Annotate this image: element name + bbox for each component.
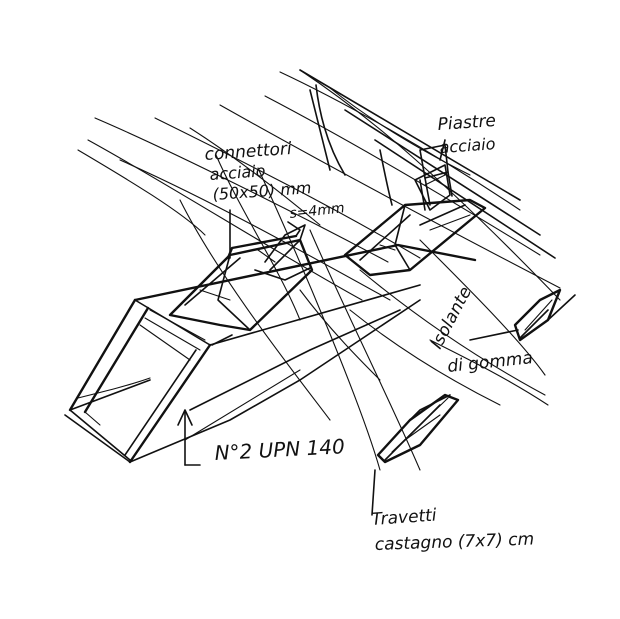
upn-beam (64, 243, 477, 464)
steel-connector-left (168, 221, 314, 332)
plates-label-line2: acciaio (439, 134, 496, 157)
upper-joist-strokes (299, 69, 556, 259)
joists-label-line1: Travetti (371, 505, 438, 530)
leader-lines (177, 139, 519, 516)
joist-lines (77, 69, 561, 471)
rubber-pad (513, 288, 576, 342)
connectors-label-line1: connettori (204, 139, 293, 165)
rubber-label-line1: Isolante (427, 284, 476, 353)
joists-label-line2: castagno (7x7) cm (374, 529, 534, 555)
chestnut-joist (376, 393, 460, 464)
plates-label-line1: Piastre (437, 111, 497, 135)
steel-plates (419, 144, 453, 206)
beam-label: N°2 UPN 140 (214, 434, 345, 465)
connectors-label-line2: acciaio (209, 161, 266, 184)
rubber-label-line2: di gomma (446, 348, 533, 377)
connectors-label-line4: s=4mm (289, 200, 346, 222)
steel-connector-right (343, 164, 487, 277)
